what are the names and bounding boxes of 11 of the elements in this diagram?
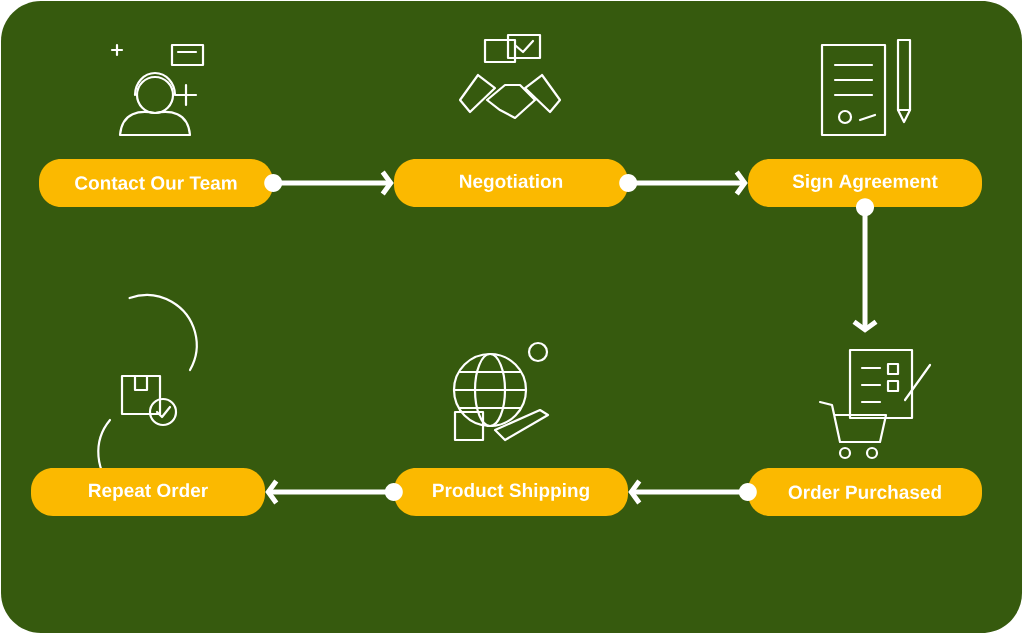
arrow: [265, 479, 403, 505]
arrow: [628, 479, 757, 505]
arrow: [619, 170, 748, 196]
arrow: [852, 198, 878, 333]
step-pill: Negotiation: [394, 159, 628, 207]
arrow: [264, 170, 394, 196]
step-pill: Product Shipping: [394, 468, 628, 516]
step-pill: Contact Our Team: [39, 159, 273, 207]
step-pill: Repeat Order: [31, 468, 265, 516]
step-pill: Sign Agreement: [748, 159, 982, 207]
step-pill: Order Purchased: [748, 468, 982, 516]
